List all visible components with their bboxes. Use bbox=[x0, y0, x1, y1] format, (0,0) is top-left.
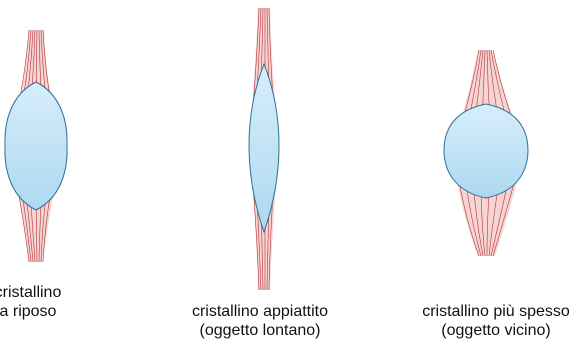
caption-lens-thicker-line1: cristallino più spesso bbox=[386, 302, 586, 321]
caption-lens-at-rest: cristallino a riposo bbox=[0, 283, 76, 321]
caption-lens-flattened: cristallino appiattito (oggetto lontano) bbox=[160, 302, 360, 340]
lens-flattened-group bbox=[249, 8, 279, 290]
lens-at-rest-group bbox=[5, 30, 67, 262]
lens-thick bbox=[444, 104, 528, 198]
lens-thicker-group bbox=[444, 50, 528, 256]
caption-lens-thicker-line2: (oggetto vicino) bbox=[386, 321, 586, 340]
caption-lens-thicker: cristallino più spesso (oggetto vicino) bbox=[386, 302, 586, 340]
lens-rest bbox=[5, 82, 67, 210]
caption-lens-at-rest-line1: cristallino bbox=[0, 283, 76, 302]
caption-lens-flattened-line2: (oggetto lontano) bbox=[160, 321, 360, 340]
caption-lens-flattened-line1: cristallino appiattito bbox=[160, 302, 360, 321]
caption-lens-at-rest-line2: a riposo bbox=[0, 302, 76, 321]
